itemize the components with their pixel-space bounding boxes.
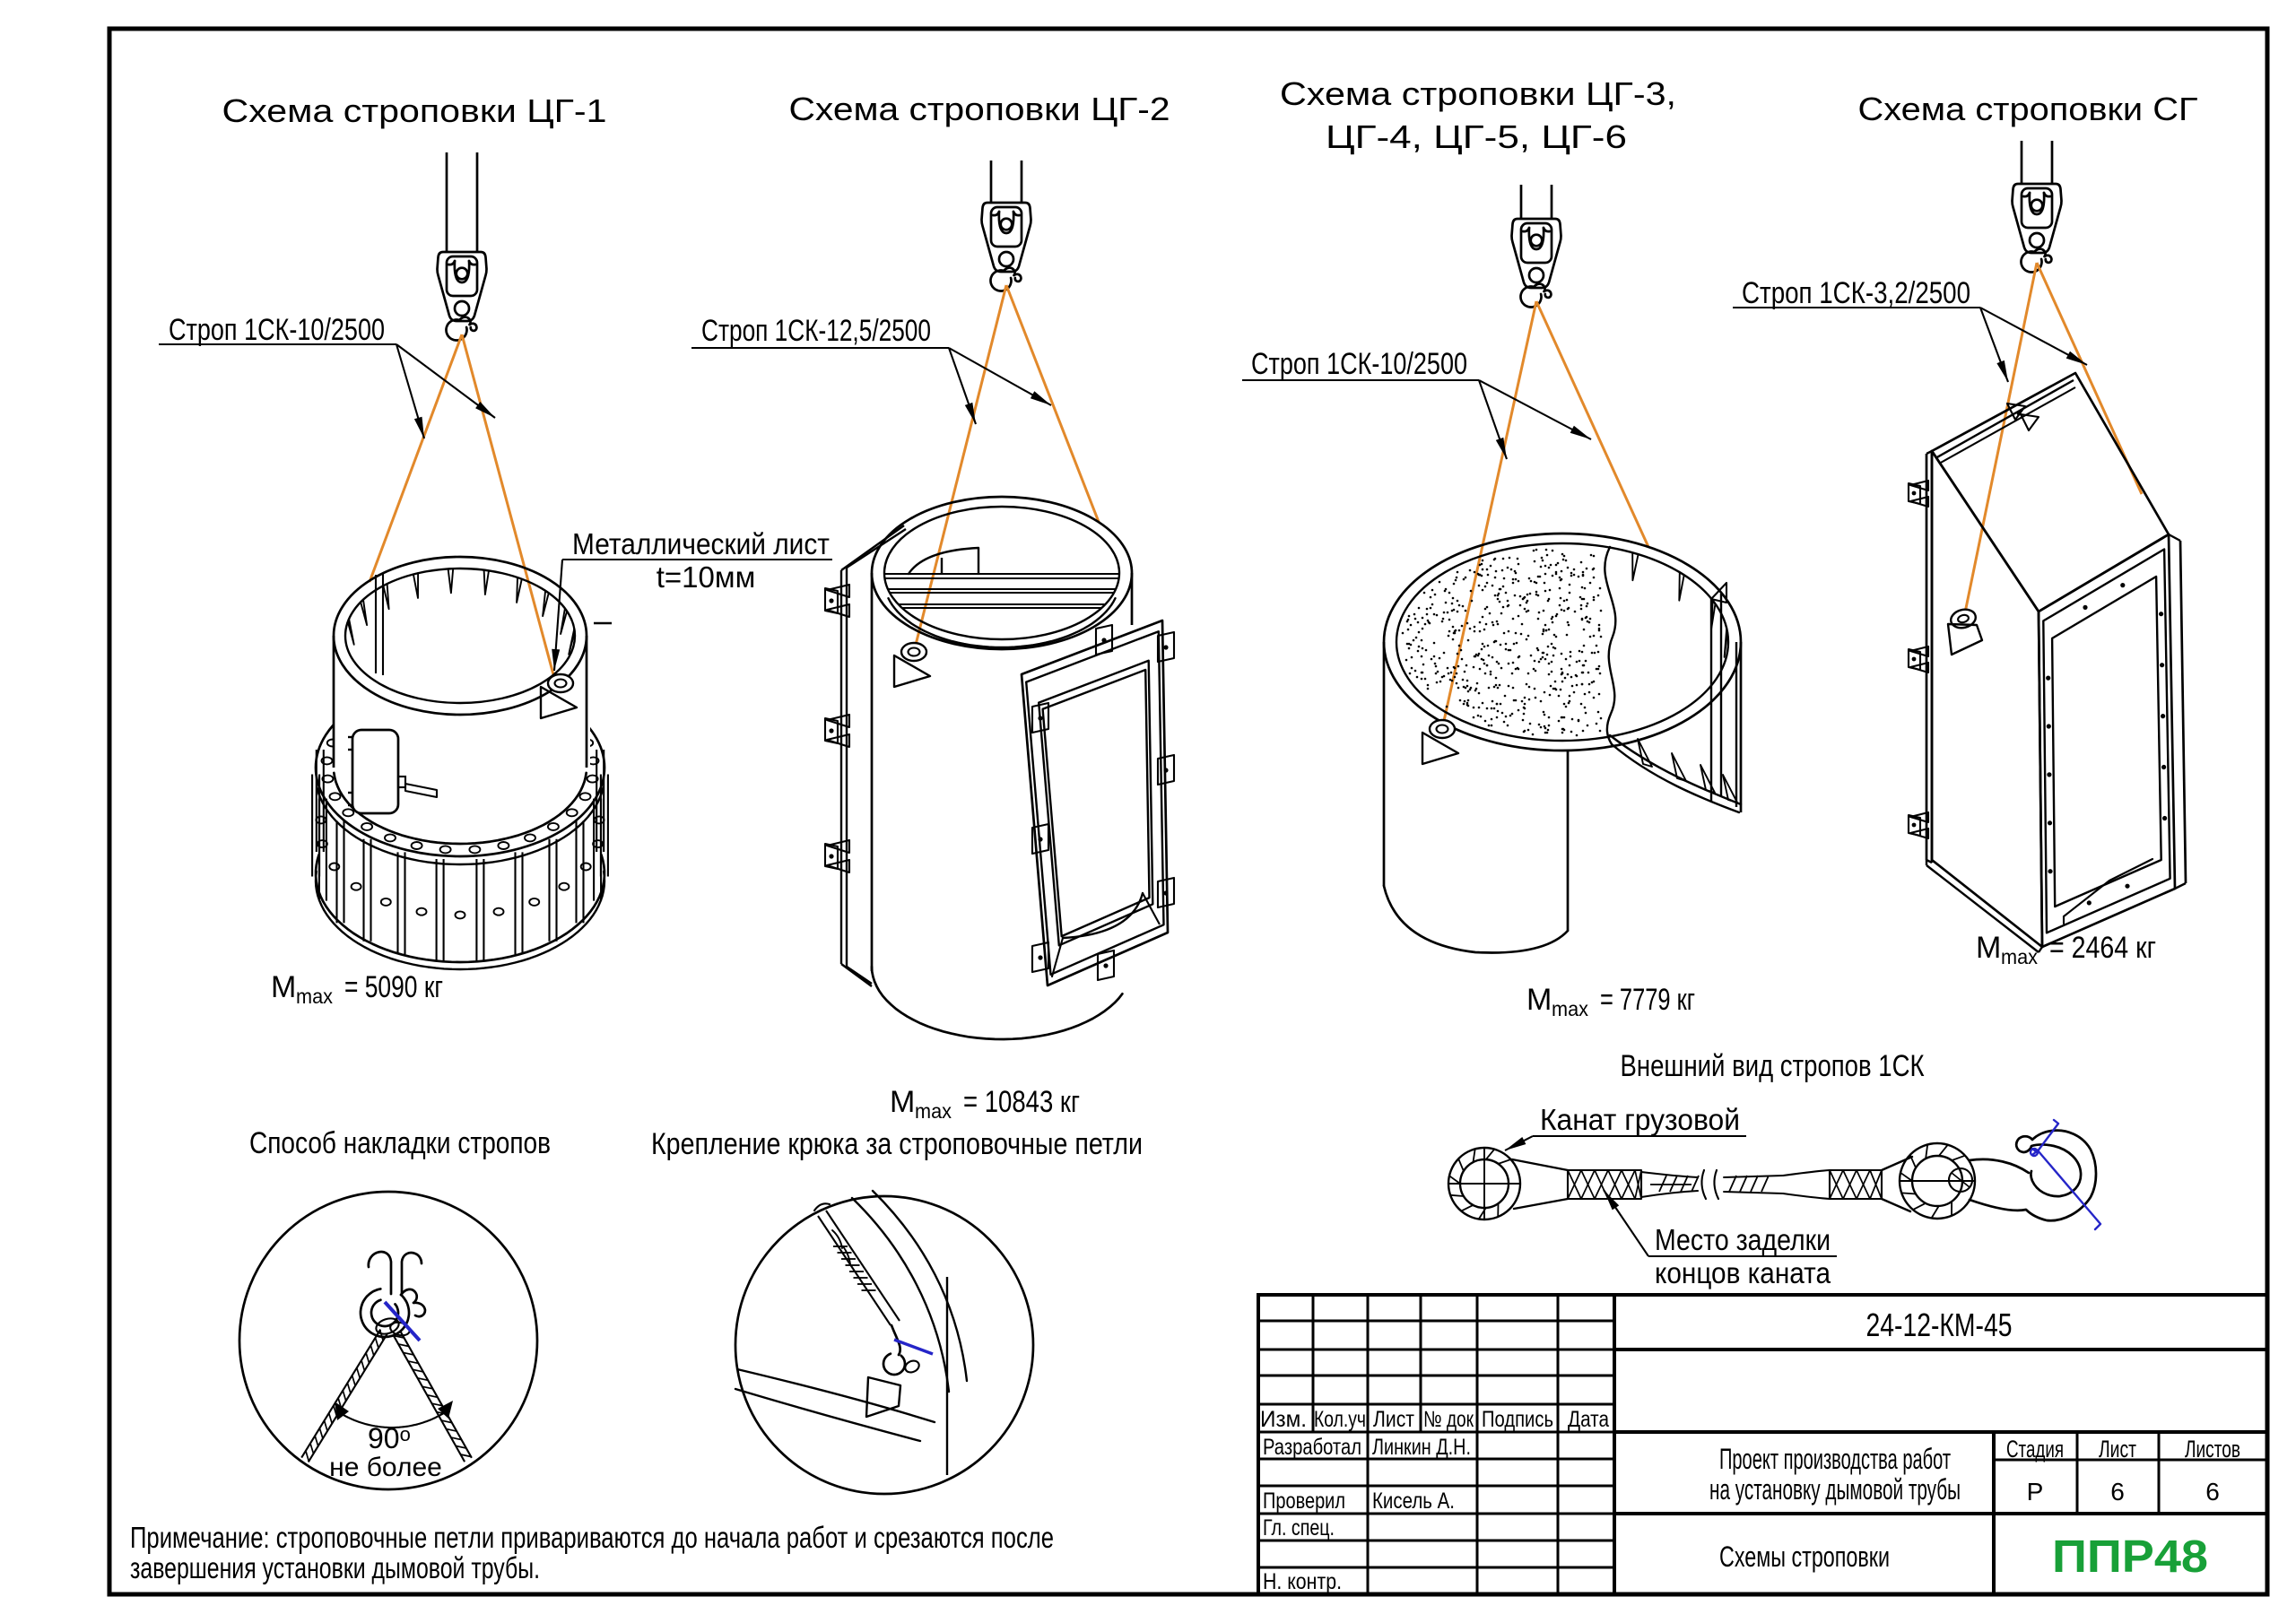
svg-text:Канат грузовой: Канат грузовой (1540, 1103, 1740, 1136)
svg-text:= 7779 кг: = 7779 кг (1600, 983, 1695, 1017)
svg-text:на установку дымовой трубы: на установку дымовой трубы (1709, 1473, 1961, 1506)
svg-text:= 10843 кг: = 10843 кг (963, 1085, 1080, 1119)
svg-text:6: 6 (2110, 1478, 2125, 1506)
svg-text:Строп 1СК-10/2500: Строп 1СК-10/2500 (169, 313, 385, 347)
svg-text:Проверил: Проверил (1263, 1488, 1345, 1514)
svg-text:не более: не более (329, 1453, 442, 1482)
svg-text:концов каната: концов каната (1655, 1256, 1831, 1289)
svg-text:Место заделки: Место заделки (1655, 1223, 1831, 1256)
svg-text:Схема строповки СГ: Схема строповки СГ (1858, 91, 2198, 127)
svg-text:Схема строповки ЦГ-2: Схема строповки ЦГ-2 (789, 91, 1170, 127)
svg-text:max: max (296, 985, 333, 1008)
svg-text:t=10мм: t=10мм (657, 560, 756, 594)
svg-text:Изм.: Изм. (1260, 1407, 1307, 1432)
svg-text:завершения установки дымовой т: завершения установки дымовой трубы. (130, 1551, 540, 1584)
svg-text:Разработал: Разработал (1263, 1435, 1361, 1460)
svg-text:Примечание: строповочные пет: Примечание: строповочные петли приварива… (130, 1521, 1054, 1554)
svg-text:Схема строповки ЦГ-1: Схема строповки ЦГ-1 (222, 92, 607, 129)
svg-text:Гл. спец.: Гл. спец. (1263, 1515, 1335, 1541)
svg-text:ЦГ-4, ЦГ-5, ЦГ-6: ЦГ-4, ЦГ-5, ЦГ-6 (1326, 118, 1627, 155)
svg-text:Линкин Д.Н.: Линкин Д.Н. (1372, 1435, 1471, 1460)
svg-text:max: max (915, 1099, 952, 1123)
svg-text:M: M (1976, 931, 2001, 965)
svg-text:Кол.уч: Кол.уч (1314, 1407, 1366, 1432)
svg-text:Лист: Лист (1373, 1407, 1414, 1432)
svg-text:Подпись: Подпись (1482, 1407, 1553, 1432)
svg-text:Схемы строповки: Схемы строповки (1719, 1541, 1890, 1573)
svg-text:Дата: Дата (1568, 1407, 1609, 1432)
svg-text:№ док: № док (1423, 1407, 1474, 1432)
svg-text:M: M (890, 1085, 915, 1119)
svg-text:Н. контр.: Н. контр. (1263, 1569, 1342, 1594)
svg-text:Кисель А.: Кисель А. (1372, 1488, 1455, 1514)
svg-text:24-12-КМ-45: 24-12-КМ-45 (1866, 1306, 2013, 1343)
svg-text:ППР48: ППР48 (2052, 1531, 2208, 1582)
svg-text:max: max (2001, 945, 2038, 968)
svg-text:Лист: Лист (2099, 1436, 2136, 1462)
svg-text:Строп 1СК-10/2500: Строп 1СК-10/2500 (1251, 347, 1467, 381)
svg-text:M: M (271, 970, 296, 1004)
svg-text:max: max (1552, 997, 1588, 1020)
svg-text:Строп 1СК-3,2/2500: Строп 1СК-3,2/2500 (1742, 276, 1970, 310)
svg-text:Листов: Листов (2185, 1436, 2240, 1462)
svg-text:M: M (1526, 983, 1552, 1017)
svg-text:Р: Р (2027, 1478, 2044, 1506)
svg-text:6: 6 (2205, 1478, 2220, 1506)
svg-text:Схема строповки ЦГ-3,: Схема строповки ЦГ-3, (1280, 75, 1676, 112)
svg-text:Стадия: Стадия (2006, 1436, 2064, 1462)
svg-text:Строп 1СК-12,5/2500: Строп 1СК-12,5/2500 (701, 314, 931, 348)
svg-text:Крепление крюка за строповочны: Крепление крюка за строповочные петли (651, 1127, 1143, 1161)
svg-text:Металлический лист: Металлический лист (572, 527, 830, 560)
svg-text:Проект производства работ: Проект производства работ (1719, 1443, 1951, 1475)
svg-text:Внешний вид стропов 1СК: Внешний вид стропов 1СК (1621, 1049, 1925, 1083)
svg-text:= 5090 кг: = 5090 кг (344, 970, 443, 1004)
svg-text:Способ накладки стропов: Способ накладки стропов (249, 1126, 551, 1160)
